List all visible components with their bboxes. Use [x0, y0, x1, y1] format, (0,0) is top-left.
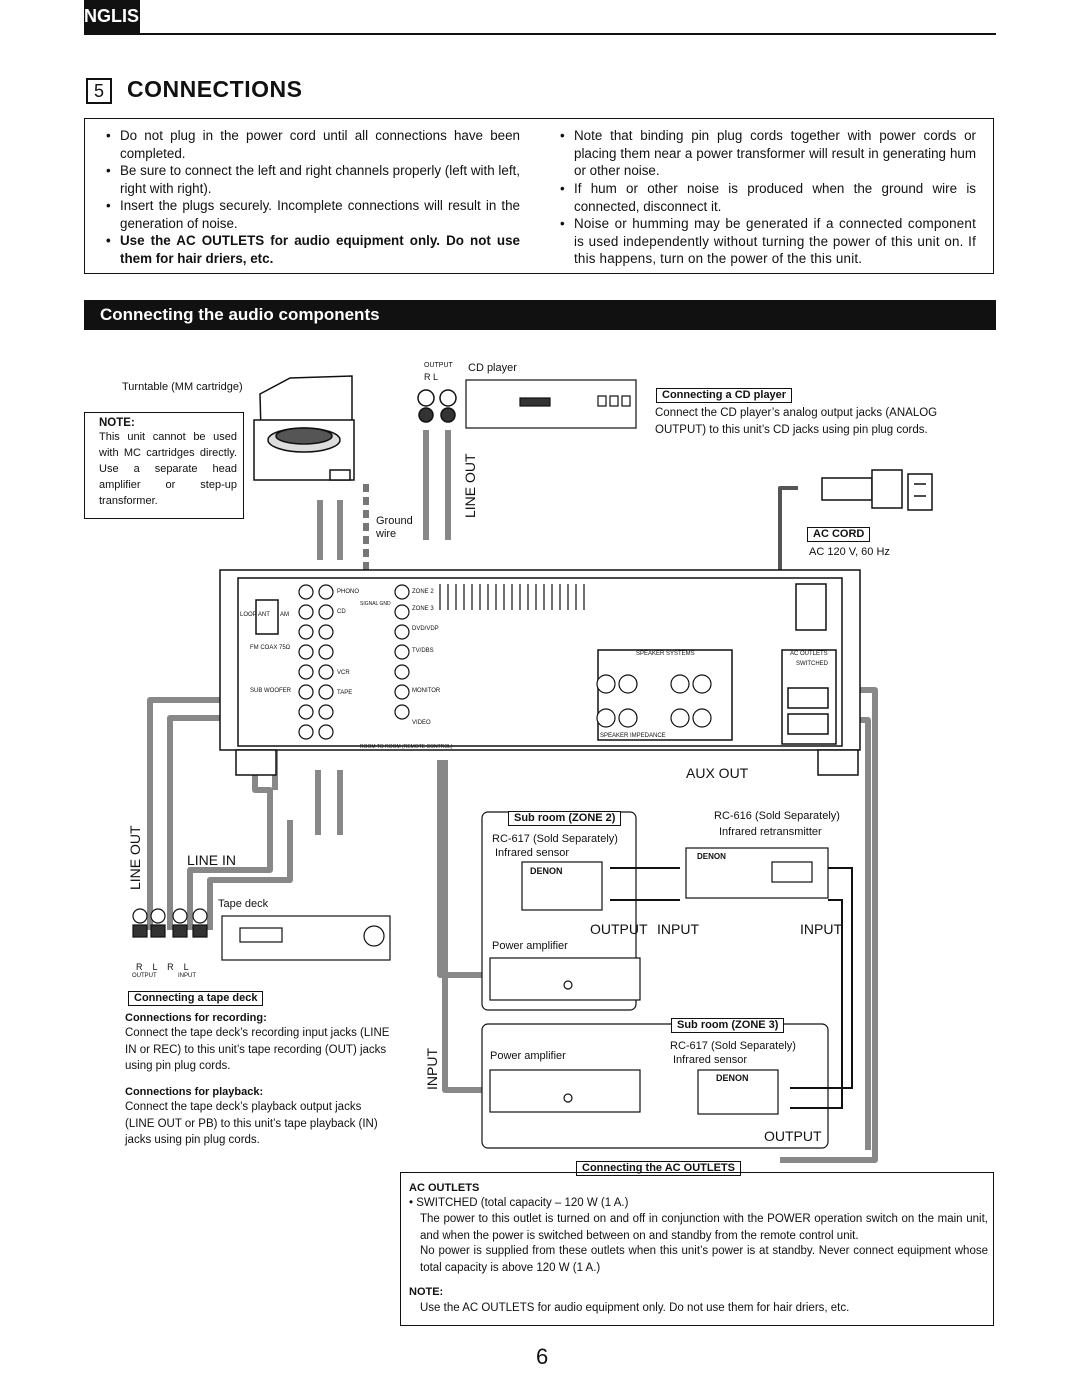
- turntable-label: Turntable (MM cartridge): [122, 381, 243, 393]
- tape-output-small: OUTPUT: [132, 973, 157, 979]
- panel-label-loop-ant: LOOP ANT: [240, 612, 270, 618]
- panel-label-am: AM: [280, 612, 289, 618]
- ac-outlets-note-heading: NOTE:: [409, 1286, 444, 1298]
- intro-bullet-2: •Be sure to connect the left and right c…: [106, 163, 520, 196]
- zone2-output: OUTPUT: [590, 921, 648, 937]
- header-rule: [84, 33, 996, 35]
- retrans-denon-brand: DENON: [697, 852, 726, 861]
- ac-outlets-small: AC OUTLETS: [790, 651, 828, 657]
- page-number: 6: [536, 1344, 549, 1369]
- intro-bullet-5: •Note that binding pin plug cords togeth…: [560, 128, 976, 178]
- zone2-ir-sensor: Infrared sensor: [495, 847, 569, 859]
- intro-bullet-4: •Use the AC OUTLETS for audio equipment …: [106, 233, 520, 266]
- intro-bullet-1: •Do not plug in the power cord until all…: [106, 128, 520, 161]
- panel-label-zone2: ZONE 2: [412, 589, 434, 595]
- cd-player-label: CD player: [468, 362, 517, 374]
- zone3-heading: Sub room (ZONE 3): [671, 1018, 785, 1033]
- subsection-title: Connecting the audio components: [84, 300, 996, 330]
- zone2-heading: Sub room (ZONE 2): [508, 811, 622, 826]
- intro-bullet-7: •Noise or humming may be generated if a …: [560, 216, 976, 266]
- line-out-top: LINE OUT: [462, 453, 478, 518]
- speaker-impedance-label: SPEAKER IMPEDANCE: [600, 733, 666, 739]
- line-in-label: LINE IN: [187, 852, 237, 868]
- ac-cord-heading: AC CORD: [807, 527, 871, 542]
- panel-label-fm: FM COAX 75Ω: [250, 645, 291, 651]
- tape-heading: Connecting a tape deck: [128, 991, 264, 1006]
- speaker-systems-label: SPEAKER SYSTEMS: [636, 651, 695, 657]
- section-title: CONNECTIONS: [127, 76, 303, 102]
- ac-outlets-text-2: No power is supplied from these outlets …: [420, 1245, 988, 1274]
- ground-wire-label: Ground wire: [376, 515, 413, 540]
- panel-label-dvd: DVD/VDP: [412, 626, 439, 632]
- aux-out-label: AUX OUT: [686, 765, 749, 781]
- line-out-left: LINE OUT: [127, 825, 143, 890]
- panel-label-signal-gnd: SIGNAL GND: [360, 601, 391, 607]
- panel-label-monitor: MONITOR: [412, 688, 441, 694]
- tape-rl-label: R L R L: [136, 962, 189, 972]
- panel-label-video: VIDEO: [412, 720, 431, 726]
- panel-label-tvdbs: TV/DBS: [412, 648, 434, 654]
- cd-output-small: OUTPUT: [424, 362, 453, 369]
- turntable-note-text: This unit cannot be used with MC cartrid…: [99, 431, 237, 507]
- connection-diagram: [132, 375, 933, 1163]
- rc616-label: RC-616 (Sold Separately): [714, 810, 840, 822]
- cd-text: Connect the CD player’s analog output ja…: [655, 407, 938, 436]
- cd-heading: Connecting a CD player: [656, 388, 793, 403]
- tape-input-small: INPUT: [178, 973, 196, 979]
- cd-rl-small: R L: [424, 372, 439, 382]
- power-amp-2: Power amplifier: [490, 1050, 566, 1062]
- ac-outlets-bullet: • SWITCHED (total capacity – 120 W (1 A.…: [409, 1197, 629, 1209]
- language-tab: ENGLISH: [72, 0, 152, 33]
- tape-deck-label: Tape deck: [218, 898, 269, 910]
- zone3-denon-brand: DENON: [716, 1073, 749, 1083]
- power-amp-1: Power amplifier: [492, 940, 568, 952]
- zone3-ir-sensor: Infrared sensor: [673, 1054, 747, 1066]
- recording-text: Connect the tape deck’s recording input …: [125, 1027, 390, 1072]
- ac-outlets-box: [400, 1172, 994, 1326]
- panel-label-tape: TAPE: [337, 690, 353, 696]
- ac-outlets-heading: AC OUTLETS: [409, 1182, 480, 1194]
- turntable-note-heading: NOTE:: [99, 417, 135, 429]
- zone2-input: INPUT: [657, 921, 699, 937]
- ac-outlets-note-text: Use the AC OUTLETS for audio equipment o…: [420, 1302, 850, 1314]
- playback-heading: Connections for playback:: [125, 1086, 264, 1098]
- input-vert: INPUT: [424, 1048, 440, 1090]
- zone3-rc617: RC-617 (Sold Separately): [670, 1040, 796, 1052]
- playback-text: Connect the tape deck’s playback output …: [125, 1101, 378, 1146]
- panel-label-zone3: ZONE 3: [412, 606, 434, 612]
- panel-label-room-to-room: ROOM TO ROOM (REMOTE CONTROL): [360, 744, 453, 750]
- panel-label-vcr: VCR: [337, 670, 350, 676]
- ac-outlets-text-1: The power to this outlet is turned on an…: [420, 1213, 988, 1242]
- switched-small: SWITCHED: [796, 661, 828, 667]
- zone2-rc617: RC-617 (Sold Separately): [492, 833, 618, 845]
- ir-retransmitter-label: Infrared retransmitter: [719, 826, 822, 838]
- panel-label-cd: CD: [337, 609, 346, 615]
- zone2-denon-brand: DENON: [530, 866, 563, 876]
- intro-bullet-3: •Insert the plugs securely. Incomplete c…: [106, 198, 520, 231]
- panel-label-phono: PHONO: [337, 589, 360, 595]
- turntable-note: NOTE: This unit cannot be used with MC c…: [84, 412, 244, 519]
- right-input: INPUT: [800, 921, 842, 937]
- zone3-output: OUTPUT: [764, 1128, 822, 1144]
- intro-bullet-6: •If hum or other noise is produced when …: [560, 181, 976, 214]
- panel-label-subwoofer: SUB WOOFER: [250, 688, 292, 694]
- intro-box: [84, 118, 994, 274]
- recording-heading: Connections for recording:: [125, 1012, 267, 1024]
- ac-cord-text: AC 120 V, 60 Hz: [809, 546, 890, 558]
- section-number: 5: [86, 78, 112, 104]
